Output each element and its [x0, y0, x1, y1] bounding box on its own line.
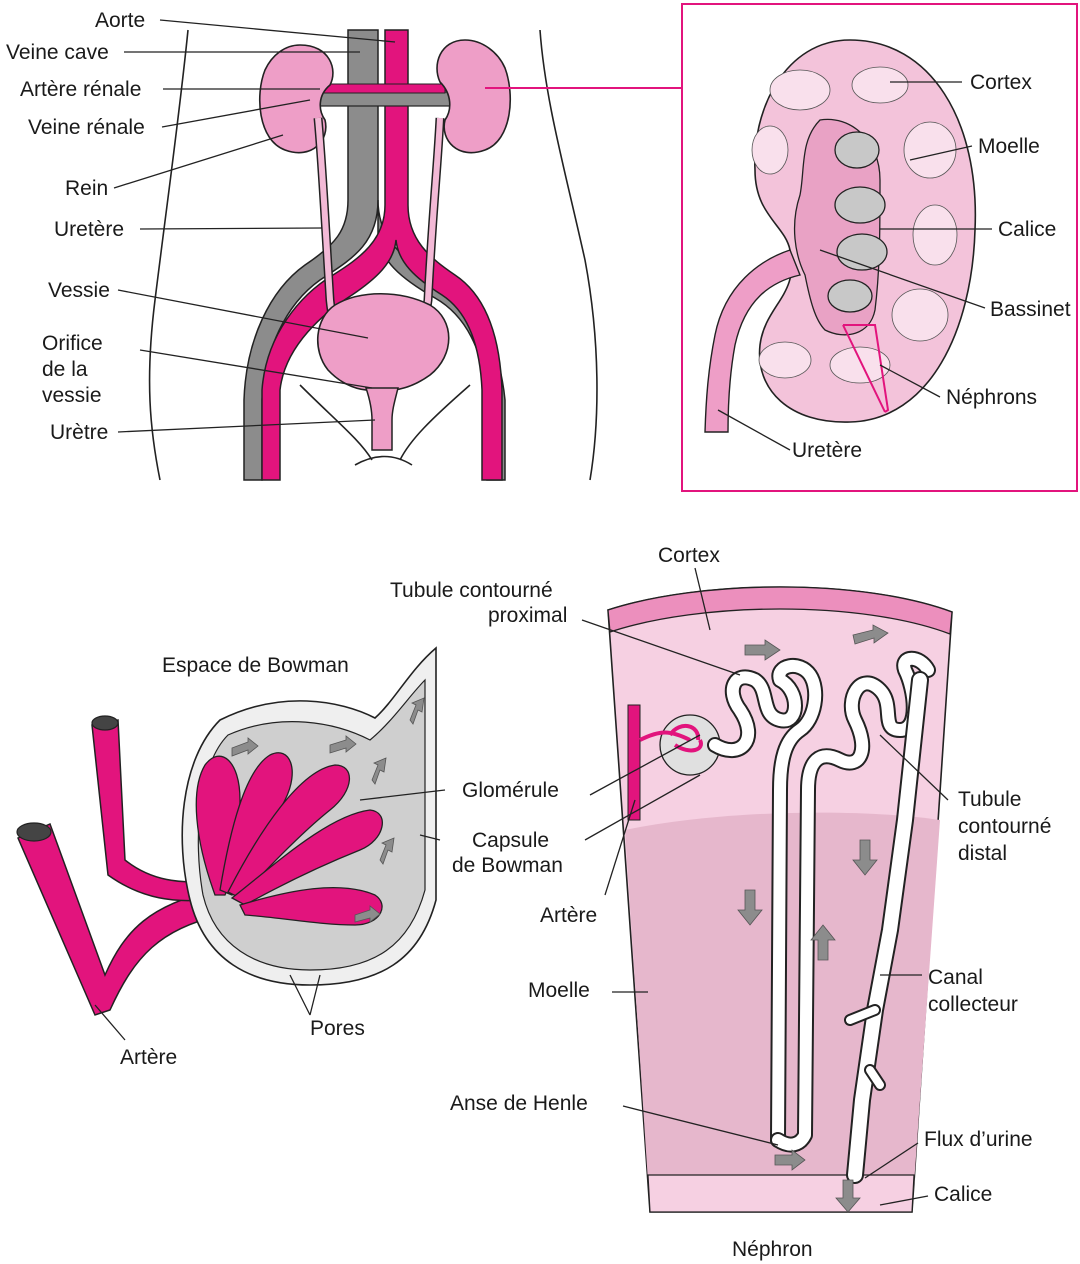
cortex-band	[607, 586, 953, 635]
leader-capsule	[419, 834, 441, 841]
nephron-view: Cortex Tubule contourné proximal Artère …	[390, 544, 1051, 1261]
leader-flux	[864, 1142, 919, 1179]
renal-vein	[304, 91, 456, 107]
leader-capsule-n	[584, 774, 701, 841]
label-uretere: Uretère	[54, 218, 124, 241]
label-canal-1: Canal	[928, 966, 983, 989]
leader-artere-n	[604, 799, 636, 896]
label-tubule-distal-3: distal	[958, 842, 1007, 865]
leader-orifice	[139, 349, 373, 389]
detail-ureter	[704, 249, 801, 433]
label-cortex-kidney: Cortex	[970, 71, 1032, 94]
label-tubule-distal-1: Tubule	[958, 788, 1021, 811]
leader-tubule-prox	[581, 619, 741, 676]
label-uretere-kidney: Uretère	[792, 439, 862, 462]
label-artere-glom: Artère	[120, 1046, 177, 1069]
label-pores: Pores	[310, 1017, 365, 1040]
torso-outline-right	[539, 29, 598, 481]
leader-pores	[289, 974, 321, 1016]
label-tubule-distal-2: contourné	[958, 815, 1051, 838]
label-rein: Rein	[65, 177, 108, 200]
glomerulus-view: Espace de Bowman Glomérule Capsule de Bo…	[16, 646, 563, 1069]
label-espace-bowman: Espace de Bowman	[162, 654, 349, 677]
label-aorte: Aorte	[95, 9, 145, 32]
leader-artere-glom	[94, 1004, 126, 1041]
leader-uretre	[117, 419, 376, 433]
label-veine-cave: Veine cave	[6, 41, 109, 64]
label-flux-urine: Flux d’urine	[924, 1128, 1033, 1151]
calyx-strip	[647, 1174, 915, 1213]
leader-uretere	[139, 227, 323, 230]
torso-outline	[148, 29, 189, 481]
medulla-pyramids	[751, 66, 958, 384]
label-tubule-prox-1: Tubule contourné	[390, 579, 553, 602]
label-orifice-1: Orifice	[42, 332, 103, 355]
leader-cortex-nephron	[694, 567, 711, 631]
label-nephrons: Néphrons	[946, 386, 1037, 409]
nephron-indicator	[842, 324, 890, 413]
leader-veine-renale	[161, 99, 311, 128]
leader-vessie	[117, 289, 369, 339]
tubule-system	[707, 650, 936, 1184]
label-capsule-1: Capsule	[472, 829, 549, 852]
label-bassinet: Bassinet	[990, 298, 1071, 321]
capillary-tuft	[195, 752, 383, 926]
leader-glomerule	[359, 789, 446, 801]
leader-calice-n	[879, 1195, 929, 1206]
body-view: Aorte Veine cave Artère rénale Veine rén…	[6, 9, 598, 481]
label-canal-2: collecteur	[928, 993, 1018, 1016]
capsule-flow-arrows	[231, 697, 425, 923]
aorta	[261, 29, 503, 481]
artery-opening-2	[91, 715, 119, 731]
leader-tubule-distal	[879, 734, 949, 801]
label-vessie: Vessie	[48, 279, 110, 302]
label-orifice-3: vessie	[42, 384, 102, 407]
nephron-flow-arrows	[737, 624, 889, 1213]
label-artere-nephron: Artère	[540, 904, 597, 927]
artery-opening-1	[16, 822, 52, 842]
leader-uretere-detail	[717, 409, 791, 451]
label-calice-kidney: Calice	[998, 218, 1056, 241]
urethra	[364, 387, 399, 451]
label-veine-renale: Veine rénale	[28, 116, 145, 139]
label-capsule-2: de Bowman	[452, 854, 563, 877]
leader-nephrons	[879, 364, 941, 398]
label-moelle-nephron: Moelle	[528, 979, 590, 1002]
label-artere-renale: Artère rénale	[20, 78, 141, 101]
leader-aorte	[159, 19, 396, 43]
label-glomerule: Glomérule	[462, 779, 559, 802]
label-anse-henle: Anse de Henle	[450, 1092, 588, 1115]
leader-bassinet	[819, 249, 986, 309]
label-cortex-nephron: Cortex	[658, 544, 720, 567]
leader-moelle	[909, 145, 973, 161]
leader-anse	[622, 1105, 779, 1146]
pelvis-lines	[299, 384, 471, 466]
right-kidney	[436, 39, 512, 154]
label-uretre: Urètre	[50, 421, 108, 444]
bladder	[316, 293, 450, 392]
renal-artery	[314, 83, 446, 94]
leader-rein	[113, 134, 284, 189]
caption-nephron: Néphron	[732, 1238, 813, 1261]
label-calice-nephron: Calice	[934, 1183, 992, 1206]
nephron-artery	[627, 704, 641, 821]
kidney-detail: Cortex Moelle Calice Bassinet Néphrons U…	[681, 3, 1078, 492]
label-moelle-kidney: Moelle	[978, 135, 1040, 158]
leader-glomerule-n	[589, 734, 701, 796]
label-tubule-prox-2: proximal	[488, 604, 567, 627]
label-orifice-2: de la	[42, 358, 88, 381]
